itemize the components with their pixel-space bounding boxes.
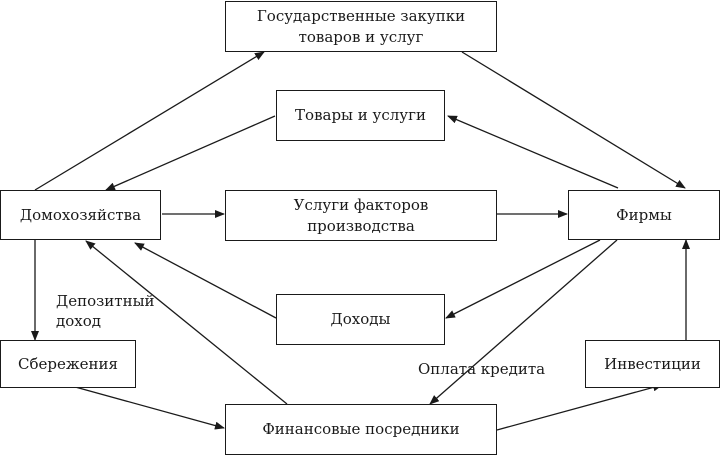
firms-box: Фирмы <box>568 190 720 240</box>
arrow-households-to-gov <box>34 51 265 191</box>
arrow-income-to-households <box>134 242 277 319</box>
financial-intermediaries-box: Финансовые посредники <box>225 404 497 455</box>
arrow-gov-to-firms <box>461 51 686 189</box>
savings-box: Сбережения <box>0 340 136 388</box>
arrow-firms-to-income <box>445 239 601 319</box>
households-box: Домохозяйства <box>0 190 161 240</box>
investments-box: Инвестиции <box>585 340 720 388</box>
arrow-goods-to-households <box>105 115 276 191</box>
factor-services-box: Услуги факторов производства <box>225 190 497 241</box>
income-box: Доходы <box>276 294 445 345</box>
deposit-income-label: Депозитный доход <box>56 292 155 330</box>
arrow-firms-to-intermediaries <box>429 239 618 405</box>
arrow-savings-to-intermediaries <box>67 384 225 430</box>
credit-payment-label: Оплата кредита <box>418 360 546 378</box>
arrow-intermediaries-to-households <box>85 240 288 405</box>
gov-purchases-box: Государственные закупки товаров и услуг <box>225 1 497 52</box>
goods-services-box: Товары и услуги <box>276 90 445 141</box>
arrow-intermediaries-to-investments <box>496 383 663 431</box>
arrow-firms-to-goods <box>447 115 619 189</box>
